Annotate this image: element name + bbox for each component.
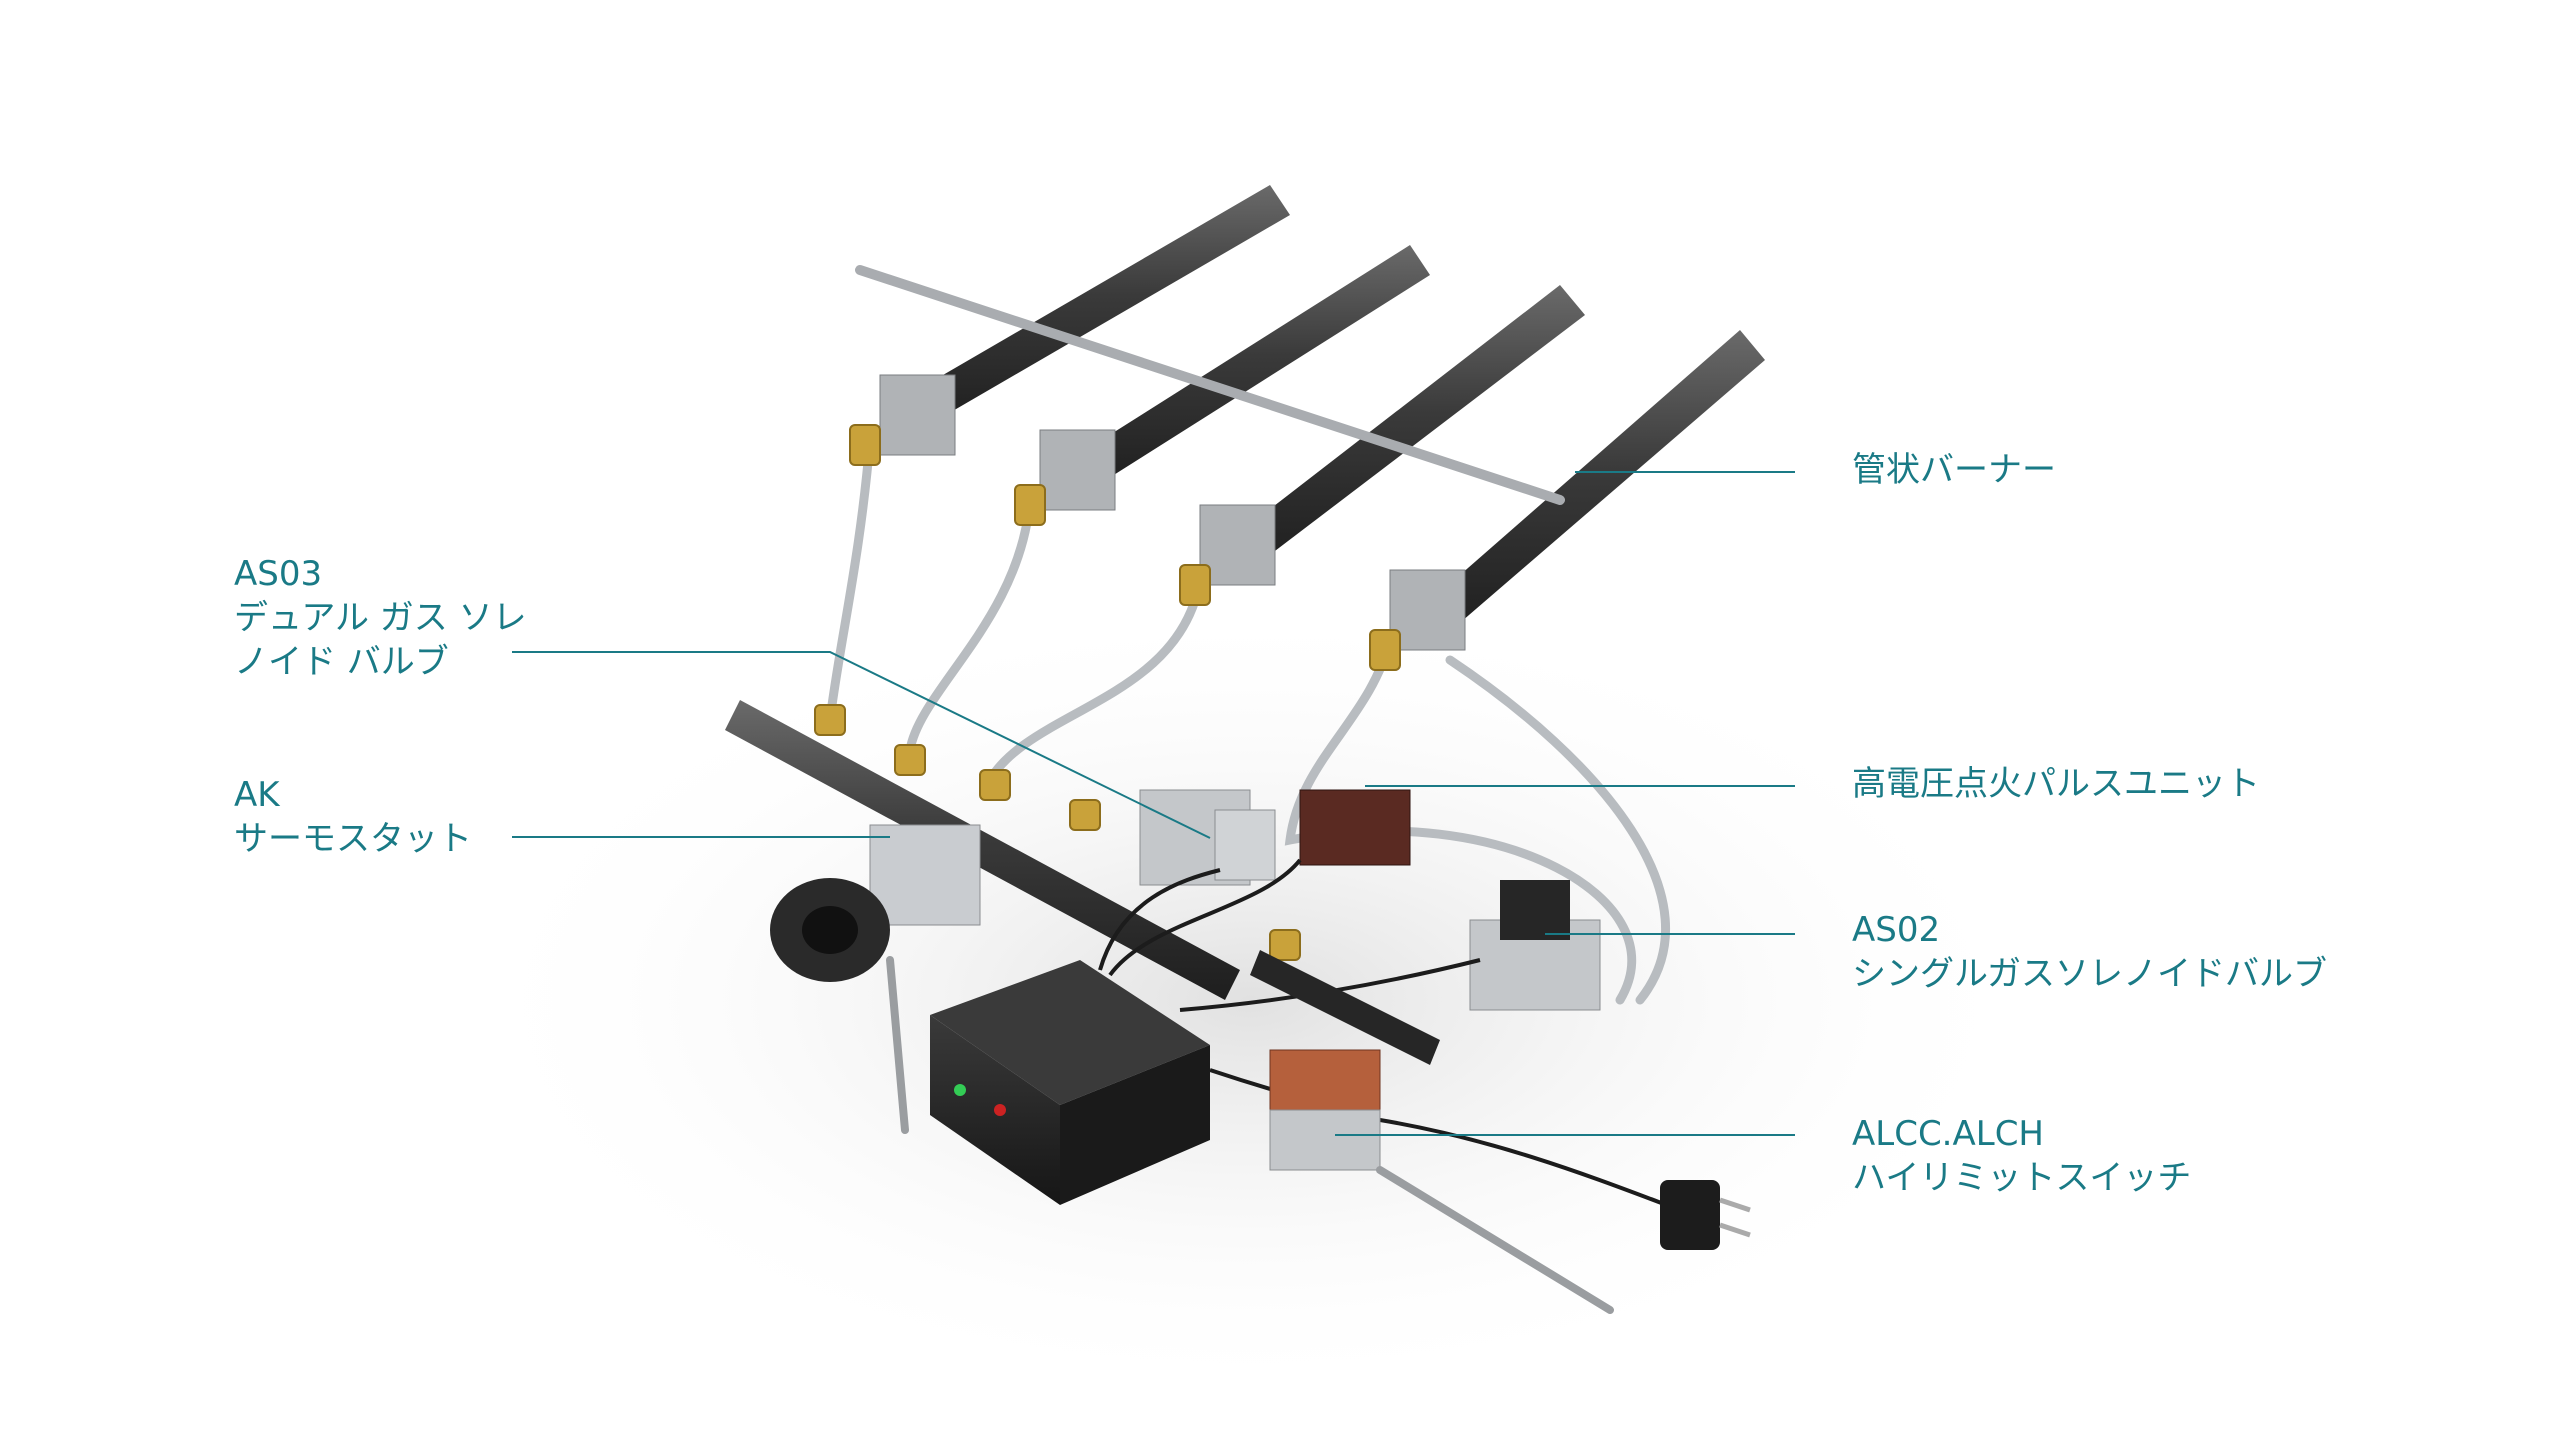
label-tube-burner: 管状バーナー	[1852, 448, 2056, 492]
alcc-code: ALCC.ALCH	[1852, 1114, 2044, 1154]
as03-line2: ノイド バルブ	[234, 642, 449, 682]
as03-line1: デュアル ガス ソレ	[234, 598, 527, 638]
burner-bracket	[879, 374, 956, 456]
floor-shadow	[450, 600, 2050, 1400]
label-alcc: ALCC.ALCH ハイリミットスイッチ	[1852, 1112, 2191, 1200]
burner-tube	[1420, 330, 1765, 640]
as02-name: シングルガスソレノイドバルブ	[1852, 954, 2327, 994]
burner-bracket	[1389, 569, 1466, 651]
ak-code: AK	[234, 775, 280, 815]
high-limit-switch	[1269, 1049, 1614, 1314]
control-box	[930, 960, 1210, 1205]
leader-lines	[512, 471, 1795, 1136]
gas-manifold	[725, 700, 1240, 1000]
as02-code: AS02	[1852, 910, 1941, 950]
tube-burner-text: 管状バーナー	[1852, 450, 2056, 490]
tube-burners	[879, 185, 1765, 651]
as03-code: AS03	[234, 554, 323, 594]
ignition-pulse-unit	[1299, 789, 1411, 866]
label-as02: AS02 シングルガスソレノイドバルブ	[1852, 908, 2327, 996]
support-rod	[855, 265, 1565, 505]
label-ak: AK サーモスタット	[234, 773, 472, 861]
ak-name: サーモスタット	[234, 819, 472, 859]
burner-tube	[900, 185, 1290, 430]
burner-tube	[1230, 285, 1585, 570]
label-ignition: 高電圧点火パルスユニット	[1852, 762, 2260, 806]
power-plug	[1660, 1180, 1751, 1250]
thermostat	[770, 824, 981, 1134]
burner-bracket	[1199, 504, 1276, 586]
ignition-text: 高電圧点火パルスユニット	[1852, 764, 2260, 804]
alcc-name: ハイリミットスイッチ	[1852, 1158, 2192, 1198]
burner-bracket	[1039, 429, 1116, 511]
label-as03: AS03 デュアル ガス ソレ ノイド バルブ	[234, 552, 527, 684]
dual-solenoid-valve	[1139, 789, 1276, 886]
leader-as03	[512, 651, 1211, 839]
burner-tube	[1070, 245, 1430, 490]
brass-fittings	[814, 424, 1401, 961]
flexible-hose	[1250, 950, 1440, 1065]
gas-pipes	[825, 435, 1671, 1005]
